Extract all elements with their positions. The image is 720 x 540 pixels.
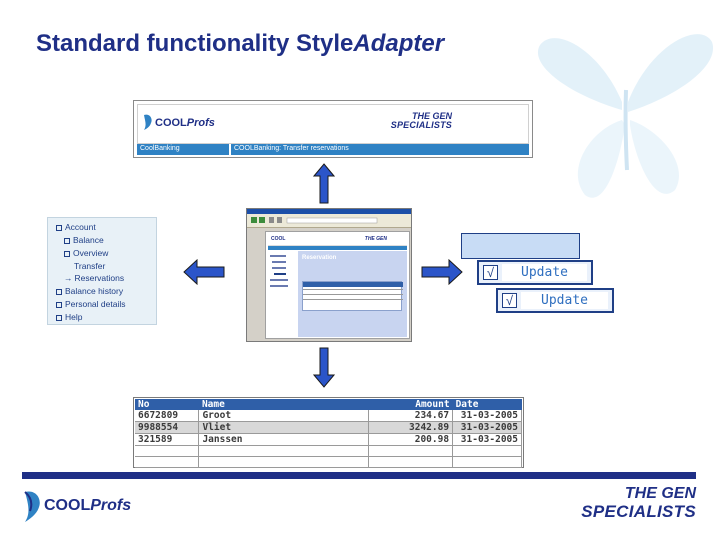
cell-name: Groot	[199, 410, 369, 422]
checkmark-icon: √	[502, 293, 517, 308]
slide-title-italic: Adapter	[353, 30, 444, 57]
browser-content: COOL THE GEN Reservation	[265, 231, 410, 339]
box-icon	[64, 251, 70, 257]
update-button-default[interactable]: √ Update	[477, 260, 593, 285]
column-header-date[interactable]: Date	[453, 399, 522, 410]
footer-gen-line2: SPECIALISTS	[581, 503, 696, 521]
coolprofs-bird-icon	[142, 113, 154, 131]
menu-item-personal-details[interactable]: Personal details	[56, 299, 125, 310]
header-tab-separator	[229, 144, 231, 155]
browser-page-sidebar	[268, 251, 296, 337]
coolprofs-bird-icon	[22, 489, 44, 523]
footer-gen-specialists-logo: THE GEN SPECIALISTS	[581, 485, 696, 521]
browser-window-preview: COOL THE GEN Reservation	[246, 208, 412, 342]
cell-no: 6672809	[135, 410, 199, 422]
browser-toolbar-icons	[247, 214, 413, 228]
browser-toolbar	[247, 214, 411, 228]
footer-divider-bar	[22, 472, 696, 479]
column-header-name[interactable]: Name	[199, 399, 369, 410]
column-header-amount[interactable]: Amount	[369, 399, 453, 410]
menu-item-overview[interactable]: Overview	[64, 248, 108, 259]
browser-page-header: COOL THE GEN	[268, 234, 407, 246]
cell-name: Vliet	[199, 422, 369, 434]
menu-item-account[interactable]: Account	[56, 222, 96, 233]
table-row[interactable]: 9988554 Vliet 3242.89 31-03-2005	[135, 422, 522, 434]
cell-date: 31-03-2005	[453, 410, 522, 422]
browser-grid-rows	[303, 282, 403, 312]
browser-page-bar	[268, 246, 407, 250]
arrow-down-icon	[313, 347, 335, 388]
browser-page-main: Reservation	[298, 251, 407, 337]
arrow-right-icon	[421, 259, 463, 285]
box-icon	[56, 302, 62, 308]
cell-no: 321589	[135, 434, 199, 446]
table-row-empty	[135, 457, 522, 468]
footer-logo-text: COOLProfs	[44, 497, 131, 515]
column-header-no[interactable]: No	[135, 399, 199, 410]
table-header-row: No Name Amount Date	[135, 399, 522, 410]
slide-title: Standard functionality StyleAdapter	[36, 30, 444, 58]
header-tab-right[interactable]: COOLBanking: Transfer reservations	[234, 145, 349, 152]
update-button-label: Update	[502, 264, 587, 281]
box-icon	[56, 289, 62, 295]
table-row[interactable]: 321589 Janssen 200.98 31-03-2005	[135, 434, 522, 446]
browser-page-gen-logo: THE GEN	[365, 236, 387, 242]
menu-item-balance-history[interactable]: Balance history	[56, 286, 123, 297]
table-row[interactable]: 6672809 Groot 234.67 31-03-2005	[135, 410, 522, 422]
cell-date: 31-03-2005	[453, 434, 522, 446]
box-icon	[64, 238, 70, 244]
menu-item-reservations[interactable]: Reservations	[75, 273, 125, 284]
footer-coolprofs-logo: COOLProfs	[22, 487, 132, 527]
arrow-left-icon	[183, 259, 225, 285]
slide-title-main: Standard functionality Style	[36, 30, 353, 57]
arrow-icon: →	[64, 273, 73, 283]
cell-amount: 200.98	[369, 434, 453, 446]
butterfly-decoration	[530, 10, 715, 210]
arrow-up-icon	[313, 163, 335, 204]
menu-item-help[interactable]: Help	[56, 312, 82, 323]
navigation-menu-panel: Account Balance Overview Transfer →Reser…	[47, 217, 157, 325]
menu-item-balance[interactable]: Balance	[64, 235, 104, 246]
browser-sidebar-lines	[268, 251, 296, 337]
cell-no: 9988554	[135, 422, 199, 434]
update-button-label: Update	[521, 292, 608, 309]
reservations-table: No Name Amount Date 6672809 Groot 234.67…	[135, 399, 522, 468]
cell-date: 31-03-2005	[453, 422, 522, 434]
header-tab-row: CoolBanking COOLBanking: Transfer reserv…	[137, 144, 529, 155]
browser-page-heading: Reservation	[302, 255, 336, 261]
table-row-empty	[135, 446, 522, 457]
browser-page-grid	[302, 281, 402, 311]
cell-amount: 3242.89	[369, 422, 453, 434]
browser-page-logo: COOL	[271, 236, 285, 242]
menu-item-reservations-row: →Reservations	[64, 273, 124, 284]
collapse-box-icon[interactable]	[56, 225, 62, 231]
header-coolprofs-logo: COOLProfs	[155, 117, 215, 129]
header-tab-left[interactable]: CoolBanking	[140, 145, 180, 152]
update-button-styled[interactable]: √ Update	[496, 288, 614, 313]
cell-amount: 234.67	[369, 410, 453, 422]
menu-item-transfer[interactable]: Transfer	[74, 261, 105, 272]
reservations-table-panel: No Name Amount Date 6672809 Groot 234.67…	[133, 397, 524, 468]
checkmark-icon: √	[483, 265, 498, 280]
cell-name: Janssen	[199, 434, 369, 446]
footer-gen-line1: THE GEN	[581, 485, 696, 503]
box-icon	[56, 315, 62, 321]
update-panel-background	[461, 233, 580, 259]
